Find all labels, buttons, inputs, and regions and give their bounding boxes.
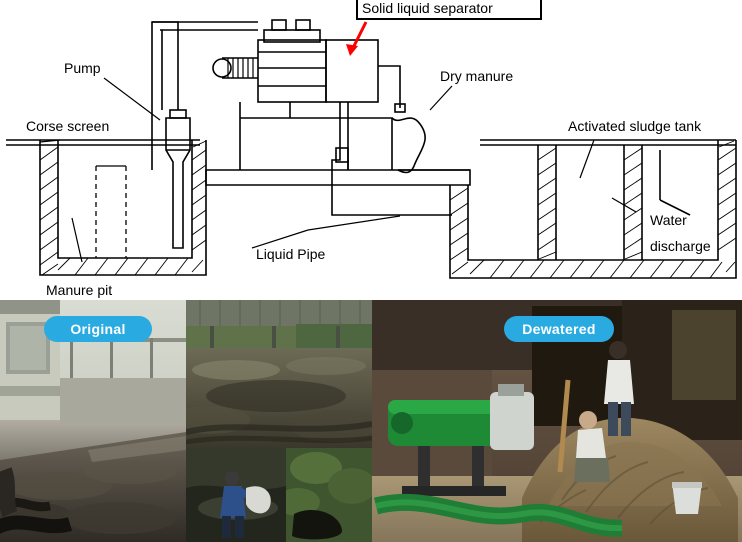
solid-liquid-separator-callout-box <box>356 0 542 20</box>
label-activated-sludge-tank: Activated sludge tank <box>568 118 702 134</box>
photo-strip: Original <box>0 300 742 542</box>
label-dry-manure: Dry manure <box>440 68 514 84</box>
label-liquid-pipe: Liquid Pipe <box>256 246 326 262</box>
photo-muddy-yard <box>186 300 372 448</box>
label-manure-pit: Manure pit <box>46 282 113 298</box>
label-water-discharge-line1: Water <box>650 212 687 228</box>
label-pump: Pump <box>64 60 101 76</box>
photo-dewatered-manure: Dewatered <box>372 300 742 542</box>
badge-dewatered: Dewatered <box>504 316 614 342</box>
badge-original: Original <box>44 316 152 342</box>
red-arrow <box>346 21 368 56</box>
label-corse-screen: Corse screen <box>26 118 110 134</box>
diagram-drawing <box>6 19 737 279</box>
photo-original-slurry-lagoon: Original <box>0 300 186 542</box>
label-water-discharge-line2: discharge <box>650 238 711 254</box>
photo-worker-washing-slurry <box>186 448 372 542</box>
solid-liquid-separator-label: Solid liquid separator <box>362 0 493 16</box>
process-flow-diagram: Solid liquid separator Pump Corse screen… <box>6 0 737 298</box>
